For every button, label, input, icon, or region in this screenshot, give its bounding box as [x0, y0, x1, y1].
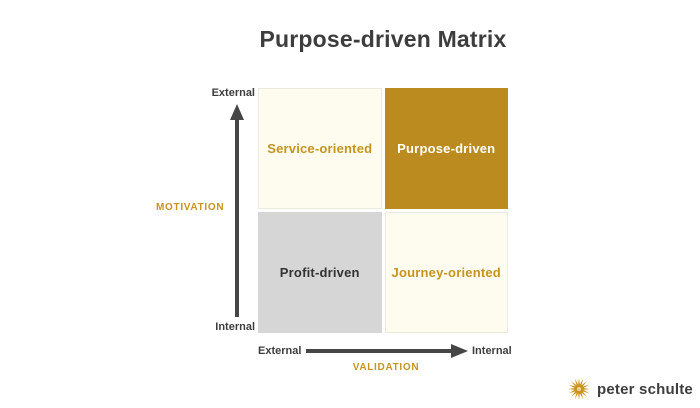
matrix-grid: Service-oriented Purpose-driven Profit-d… [258, 88, 508, 333]
quadrant-label-service-oriented: Service-oriented [267, 141, 373, 156]
quadrant-purpose-driven: Purpose-driven [384, 88, 508, 209]
starburst-center [576, 386, 582, 392]
x-axis-name: VALIDATION [352, 362, 420, 373]
y-axis-arrowhead-icon [230, 104, 244, 120]
y-axis-arrow [230, 104, 244, 317]
x-axis-right-label: Internal [472, 345, 512, 357]
y-axis-name: MOTIVATION [156, 202, 225, 213]
x-axis-arrow [306, 344, 468, 358]
quadrant-label-journey-oriented: Journey-oriented [391, 265, 501, 280]
quadrant-label-profit-driven: Profit-driven [279, 265, 360, 280]
quadrant-service-oriented: Service-oriented [258, 88, 382, 209]
brand-logo: peter schulte [568, 377, 693, 401]
starburst-icon [568, 378, 590, 400]
quadrant-journey-oriented: Journey-oriented [384, 212, 508, 333]
quadrant-label-purpose-driven: Purpose-driven [397, 141, 496, 156]
quadrant-profit-driven: Profit-driven [258, 212, 382, 333]
y-axis-top-label: External [211, 87, 255, 99]
x-axis-left-label: External [258, 345, 302, 357]
y-axis-bottom-label: Internal [215, 321, 255, 333]
x-axis-arrowhead-icon [451, 344, 468, 358]
brand-name: peter schulte [597, 380, 693, 398]
page-title: Purpose-driven Matrix [259, 26, 507, 52]
